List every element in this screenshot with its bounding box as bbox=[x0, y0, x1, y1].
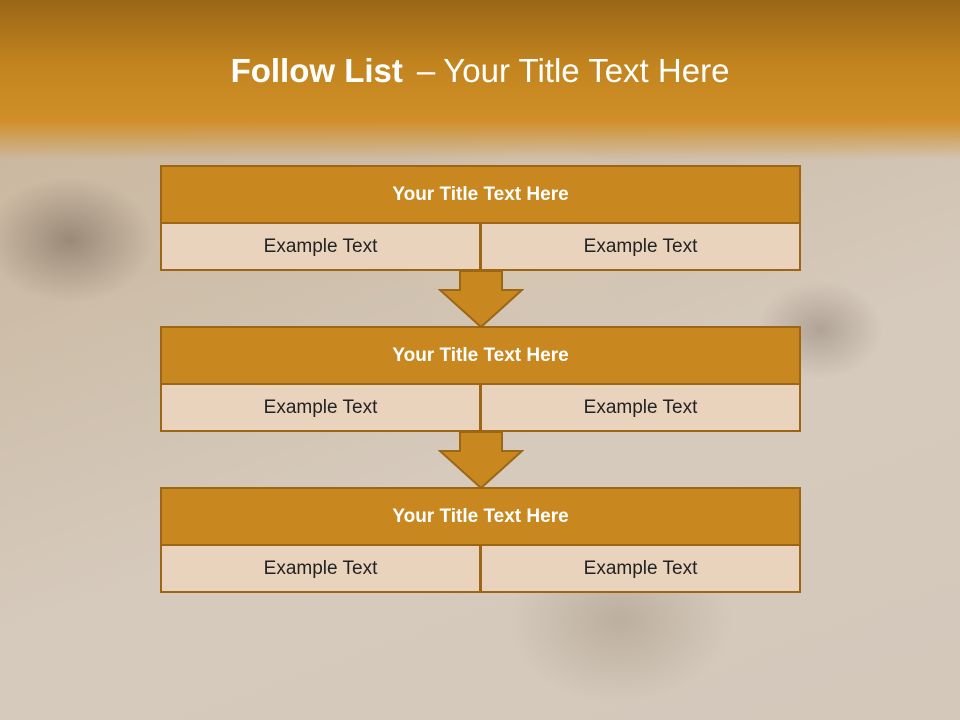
block-cell-right: Example Text bbox=[480, 383, 801, 432]
down-arrow-icon bbox=[438, 270, 524, 328]
title-dash: – bbox=[416, 52, 436, 89]
title-bold: Follow List bbox=[230, 52, 403, 89]
title-rest: Your Title Text Here bbox=[443, 52, 730, 89]
down-arrow-icon bbox=[438, 431, 524, 489]
list-block-2: Your Title Text Here Example Text Exampl… bbox=[160, 326, 801, 432]
block-title: Your Title Text Here bbox=[160, 326, 801, 385]
block-cell-left: Example Text bbox=[160, 544, 481, 593]
block-cell-right: Example Text bbox=[480, 544, 801, 593]
list-block-1: Your Title Text Here Example Text Exampl… bbox=[160, 165, 801, 271]
block-cell-right: Example Text bbox=[480, 222, 801, 271]
list-block-3: Your Title Text Here Example Text Exampl… bbox=[160, 487, 801, 593]
block-cell-left: Example Text bbox=[160, 222, 481, 271]
block-cell-left: Example Text bbox=[160, 383, 481, 432]
header-band bbox=[0, 0, 960, 160]
block-title: Your Title Text Here bbox=[160, 165, 801, 224]
slide-title: Follow List–Your Title Text Here bbox=[0, 52, 960, 90]
block-title: Your Title Text Here bbox=[160, 487, 801, 546]
